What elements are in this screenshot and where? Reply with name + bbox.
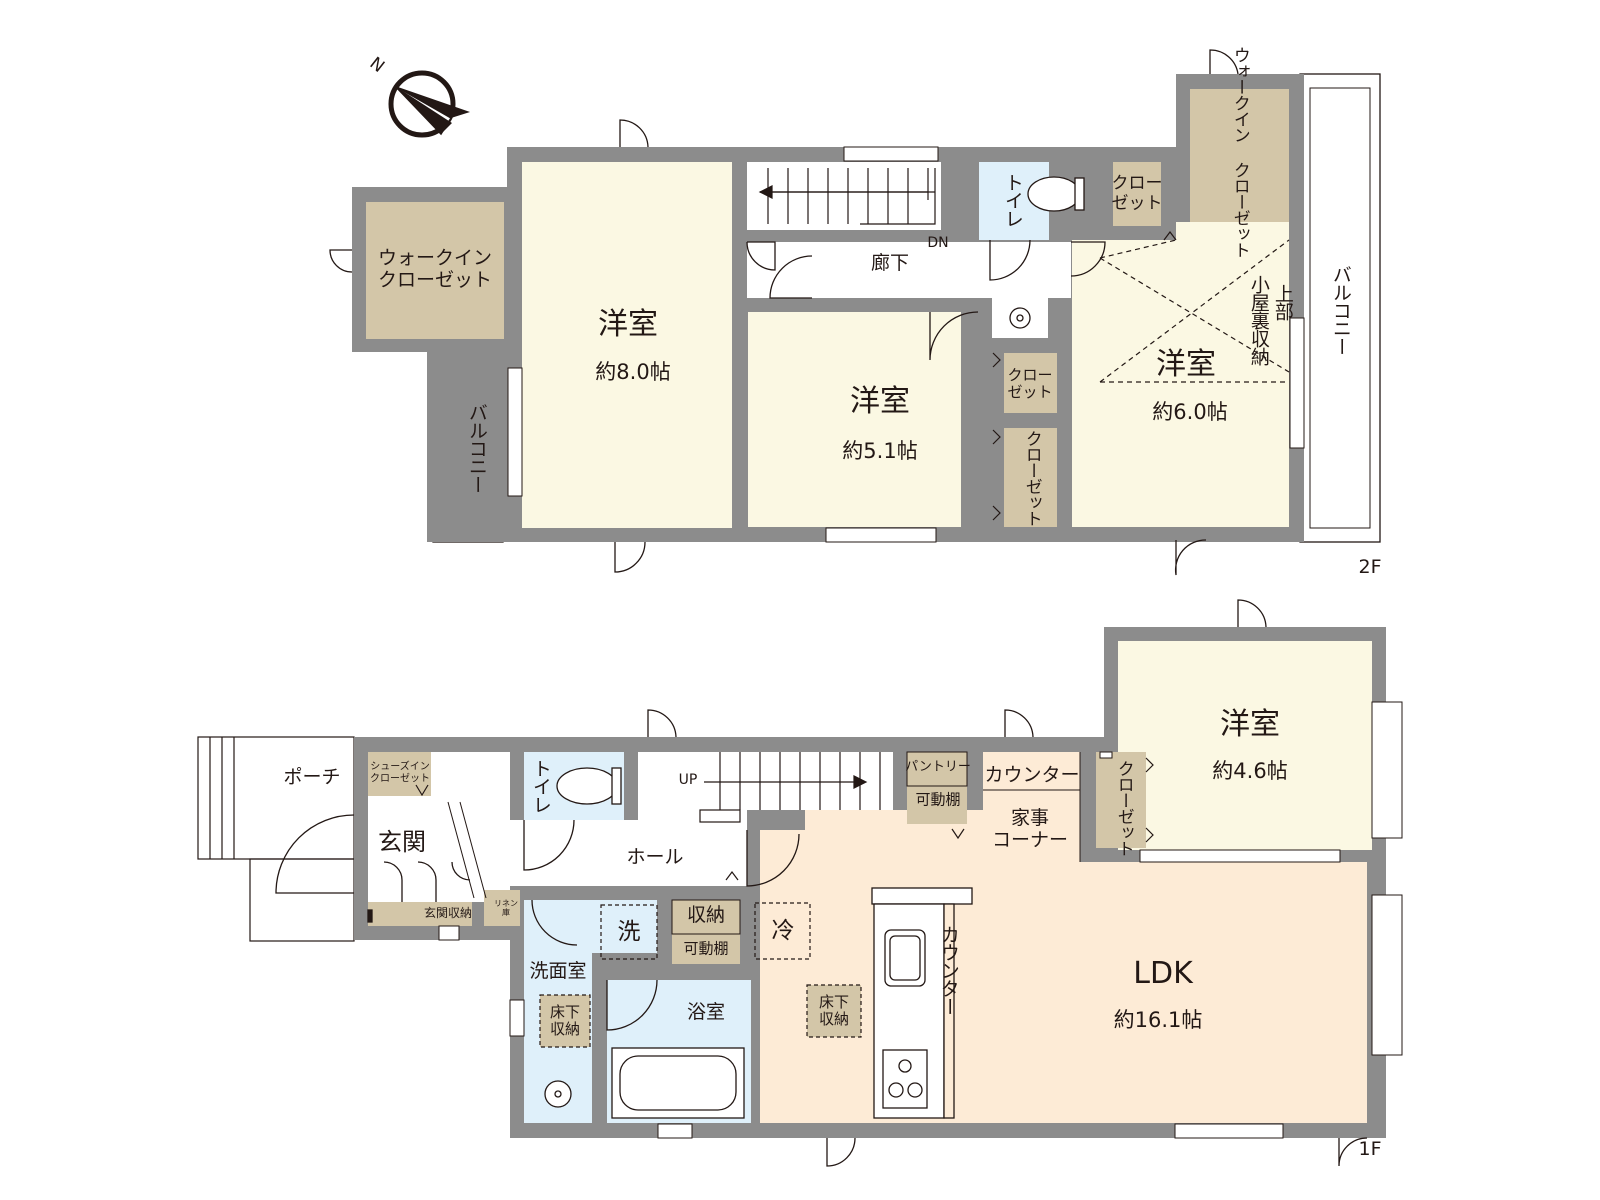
underfloor-storage-1-label: 床下 収納 [549, 1002, 581, 1038]
toilet-2f-label: トイレ [1001, 173, 1024, 227]
bedroom-east-name: 洋室 [1156, 346, 1216, 382]
windows-1f [438, 701, 1403, 1139]
underfloor-storage-1 [539, 994, 591, 1048]
toilet-1f-label: トイレ [529, 759, 552, 813]
bedroom-1f [1118, 641, 1372, 850]
underfloor-storage-2 [806, 984, 862, 1038]
windows-2f [507, 146, 1305, 543]
closet-small [1004, 353, 1057, 413]
stairs-up-1f [699, 752, 881, 823]
fridge-label: 冷 [771, 917, 795, 944]
hall [510, 820, 747, 886]
storage-1f [672, 900, 740, 964]
floor-2f-label: 2F [1358, 556, 1382, 579]
closet-1f-label: クローゼット [1113, 760, 1134, 856]
walkin-closet-east [1190, 89, 1289, 222]
underfloor-storage-2-label: 床下 収納 [818, 992, 850, 1028]
bedroom-middle-name: 洋室 [850, 383, 910, 419]
bedroom-west-name: 洋室 [598, 306, 658, 342]
shoe-closet-label: シューズイン クローゼット [370, 761, 430, 785]
door-swings-2f [329, 49, 1239, 576]
entrance-storage-label: 玄関収納 [423, 906, 473, 921]
adjustable-shelf-2-label: 可動棚 [915, 790, 961, 809]
washbasin-1f [544, 1080, 572, 1108]
entrance [368, 796, 510, 902]
closet-top [1113, 162, 1161, 226]
counter-top-label: カウンター [984, 764, 1080, 787]
stairs-up-label: UP [678, 771, 698, 788]
closet-small-label: クロー ゼット [1007, 365, 1053, 401]
washroom-label: 洗面室 [529, 960, 587, 983]
bedroom-middle [748, 312, 961, 527]
compass-icon [388, 70, 470, 138]
bedroom-middle-size: 約5.1帖 [842, 438, 918, 463]
attic-above-label: 上部 [1271, 284, 1294, 320]
linen-closet-label: リネン 庫 [494, 898, 518, 917]
balcony-east-label: バルコニー [1329, 265, 1352, 355]
walkin-closet-west-label: ウォークイン クローゼット [377, 247, 493, 291]
washer-space [600, 904, 658, 960]
entrance-label: 玄関 [378, 828, 426, 857]
bedroom-1f-name: 洋室 [1220, 706, 1280, 742]
closet-vertical-2f-label: クローゼット [1021, 430, 1042, 526]
stairs-2f [758, 168, 936, 225]
stair-2f [747, 162, 941, 230]
washroom [524, 900, 657, 953]
toilet-fixture-2f [1027, 176, 1085, 212]
balcony-west-label: バルコニー [465, 403, 488, 493]
toilet-fixture-1f [556, 767, 622, 805]
bedroom-1f-size: 約4.6帖 [1212, 758, 1288, 783]
bedroom-west [522, 162, 732, 528]
walkin-closet-east-label: ウォークイン クローゼット [1229, 46, 1250, 258]
floor-1f [197, 599, 1403, 1167]
floor-2f [329, 49, 1381, 576]
stairs-dn-label: DN [927, 234, 949, 251]
hall-label: ホール [626, 846, 684, 869]
washer-label: 洗 [617, 918, 641, 945]
bedroom-east [1072, 240, 1289, 527]
walkin-closet-west [366, 202, 504, 339]
entrance-storage [368, 902, 472, 926]
bedroom-west-size: 約8.0帖 [595, 359, 671, 384]
shoe-closet [368, 752, 431, 796]
ldk-size: 約16.1帖 [1113, 1007, 1203, 1032]
corridor-2f-label: 廊下 [870, 252, 910, 275]
floor-1f-label: 1F [1358, 1138, 1382, 1161]
porch-label: ポーチ [283, 766, 341, 789]
housework-corner [983, 752, 1080, 824]
closet-vertical-2f [1004, 428, 1057, 527]
attic-storage-label: 小屋裏収納 [1247, 275, 1270, 365]
bathroom-label: 浴室 [686, 1001, 726, 1024]
adjustable-shelf-1-label: 可動棚 [683, 939, 729, 958]
pantry-label: パントリー [905, 759, 971, 775]
attic-storage-area [1099, 239, 1290, 383]
counter-vertical-label: カウンター [937, 925, 960, 1015]
bedroom-east-size: 約6.0帖 [1152, 399, 1228, 424]
closet-top-label: クロー ゼット [1111, 173, 1163, 213]
ldk-name: LDK [1133, 955, 1193, 991]
storage-1f-label: 収納 [686, 904, 726, 927]
housework-corner-label: 家事 コーナー [991, 807, 1069, 851]
pantry [907, 752, 967, 824]
bathtub [611, 1047, 745, 1119]
closet-1f [1096, 752, 1146, 848]
door-swings-1f [275, 599, 1368, 1167]
kitchen-counter [871, 887, 973, 1119]
linen-closet [484, 890, 520, 926]
